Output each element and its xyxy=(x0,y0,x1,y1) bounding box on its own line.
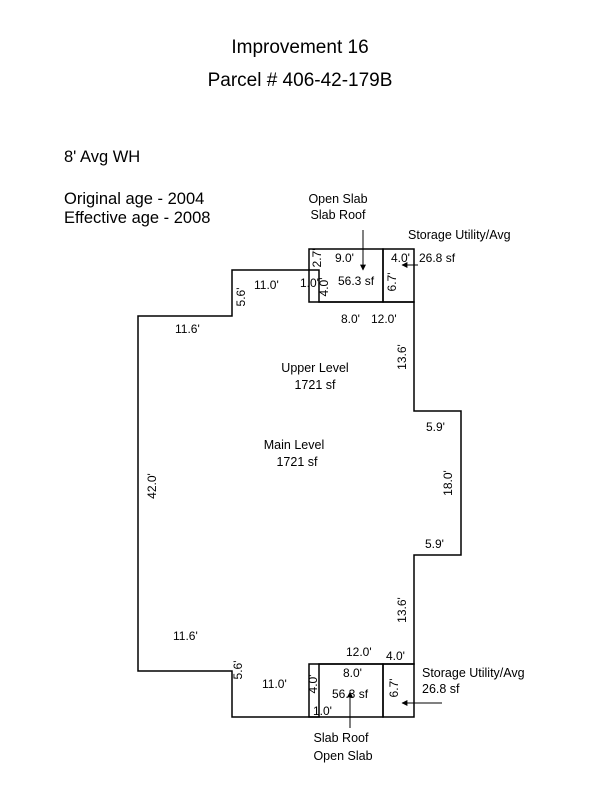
top-storage xyxy=(382,248,415,303)
dim-top-1-0: 1.0' xyxy=(300,276,319,290)
main-level-area: 1721 sf xyxy=(276,455,318,469)
effective-age-note: Effective age - 2008 xyxy=(64,209,211,227)
dim-right-5-9-top: 5.9' xyxy=(426,420,445,434)
dim-right-13-6-bottom: 13.6' xyxy=(395,597,409,623)
dim-top-8-0: 8.0' xyxy=(341,312,360,326)
dim-bottom-11-6: 11.6' xyxy=(173,629,198,643)
dim-top-storage-4-0: 4.0' xyxy=(391,251,410,265)
top-slab-area: 56.3 sf xyxy=(338,274,375,288)
dim-top-slab-4-0: 4.0' xyxy=(317,278,331,297)
dim-left-42-0: 42.0' xyxy=(145,473,159,499)
top-storage-area: 26.8 sf xyxy=(419,251,456,265)
improvement-title: Improvement 16 xyxy=(231,37,369,58)
bottom-open-slab-label: Open Slab xyxy=(313,749,372,763)
dim-top-5-6: 5.6' xyxy=(234,288,248,307)
dim-top-storage-6-7: 6.7' xyxy=(385,273,399,292)
dim-top-slab-2-7: 2.7' xyxy=(310,249,324,268)
wall-height-note: 8' Avg WH xyxy=(64,148,141,166)
dim-top-11-0: 11.0' xyxy=(254,278,279,292)
bottom-storage-label: Storage Utility/Avg xyxy=(422,666,525,680)
dim-right-13-6-top: 13.6' xyxy=(395,344,409,370)
main-level-outline xyxy=(137,269,462,718)
bottom-storage xyxy=(382,663,415,718)
parcel-number: Parcel # 406-42-179B xyxy=(207,70,393,91)
dim-bottom-storage-6-7: 6.7' xyxy=(387,679,401,698)
main-level-label: Main Level xyxy=(264,438,324,452)
upper-level-label: Upper Level xyxy=(281,361,348,375)
top-open-slab-label: Open Slab xyxy=(308,192,367,206)
dim-right-18-0: 18.0' xyxy=(441,470,455,496)
dim-top-slab-9-0: 9.0' xyxy=(335,251,354,265)
original-age-note: Original age - 2004 xyxy=(64,190,205,208)
dim-bottom-11-0: 11.0' xyxy=(262,677,287,691)
dim-top-11-6: 11.6' xyxy=(175,322,200,336)
upper-level-area: 1721 sf xyxy=(294,378,336,392)
bottom-slab-area: 56.3 sf xyxy=(332,687,369,701)
dim-bottom-4-0: 4.0' xyxy=(386,649,405,663)
dim-right-5-9-bottom: 5.9' xyxy=(425,537,444,551)
bottom-slab-roof-label: Slab Roof xyxy=(314,731,369,745)
dim-bottom-1-0: 1.0' xyxy=(313,704,332,718)
dim-bottom-5-6: 5.6' xyxy=(231,661,245,680)
bottom-storage-area: 26.8 sf xyxy=(422,682,460,696)
dim-bottom-8-0: 8.0' xyxy=(343,666,362,680)
dim-bottom-12-0: 12.0' xyxy=(346,645,372,659)
top-storage-label: Storage Utility/Avg xyxy=(408,228,511,242)
dim-bottom-slab-4-0: 4.0' xyxy=(306,675,320,694)
dim-top-12-0: 12.0' xyxy=(371,312,397,326)
top-slab-roof-label: Slab Roof xyxy=(311,208,366,222)
